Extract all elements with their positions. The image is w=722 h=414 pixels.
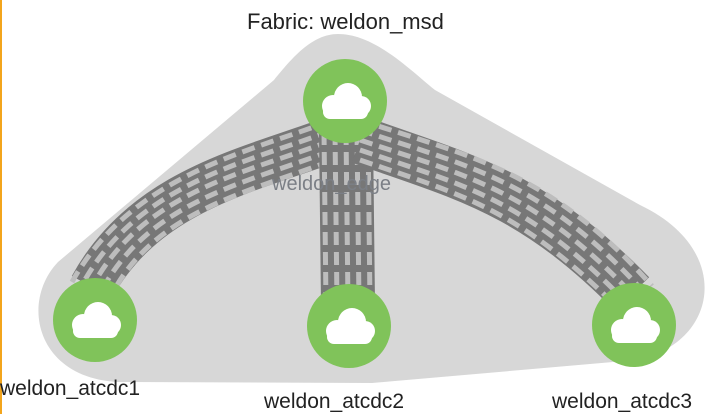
fabric-title: Fabric: weldon_msd <box>247 9 444 34</box>
weldon-atcdc1-label: weldon_atcdc1 <box>0 377 141 400</box>
weldon-atcdc2-label: weldon_atcdc2 <box>264 390 405 413</box>
link-bundle-edge-to-atcdc1 <box>69 118 339 299</box>
node-weldon-atcdc2[interactable] <box>307 284 391 368</box>
node-weldon-atcdc1[interactable] <box>53 278 137 362</box>
cloud-icon <box>72 302 121 338</box>
weldon-edge-label: weldon_edge <box>272 173 391 195</box>
link-bundle-edge-to-atcdc3 <box>351 117 654 311</box>
weldon-atcdc3-label: weldon_atcdc3 <box>552 390 693 413</box>
node-weldon-atcdc3[interactable] <box>592 283 676 367</box>
left-edge-accent <box>0 0 2 414</box>
cloud-icon <box>322 83 371 119</box>
cloud-icon <box>326 308 375 344</box>
node-weldon-edge[interactable] <box>303 59 387 143</box>
cloud-icon <box>611 307 660 343</box>
